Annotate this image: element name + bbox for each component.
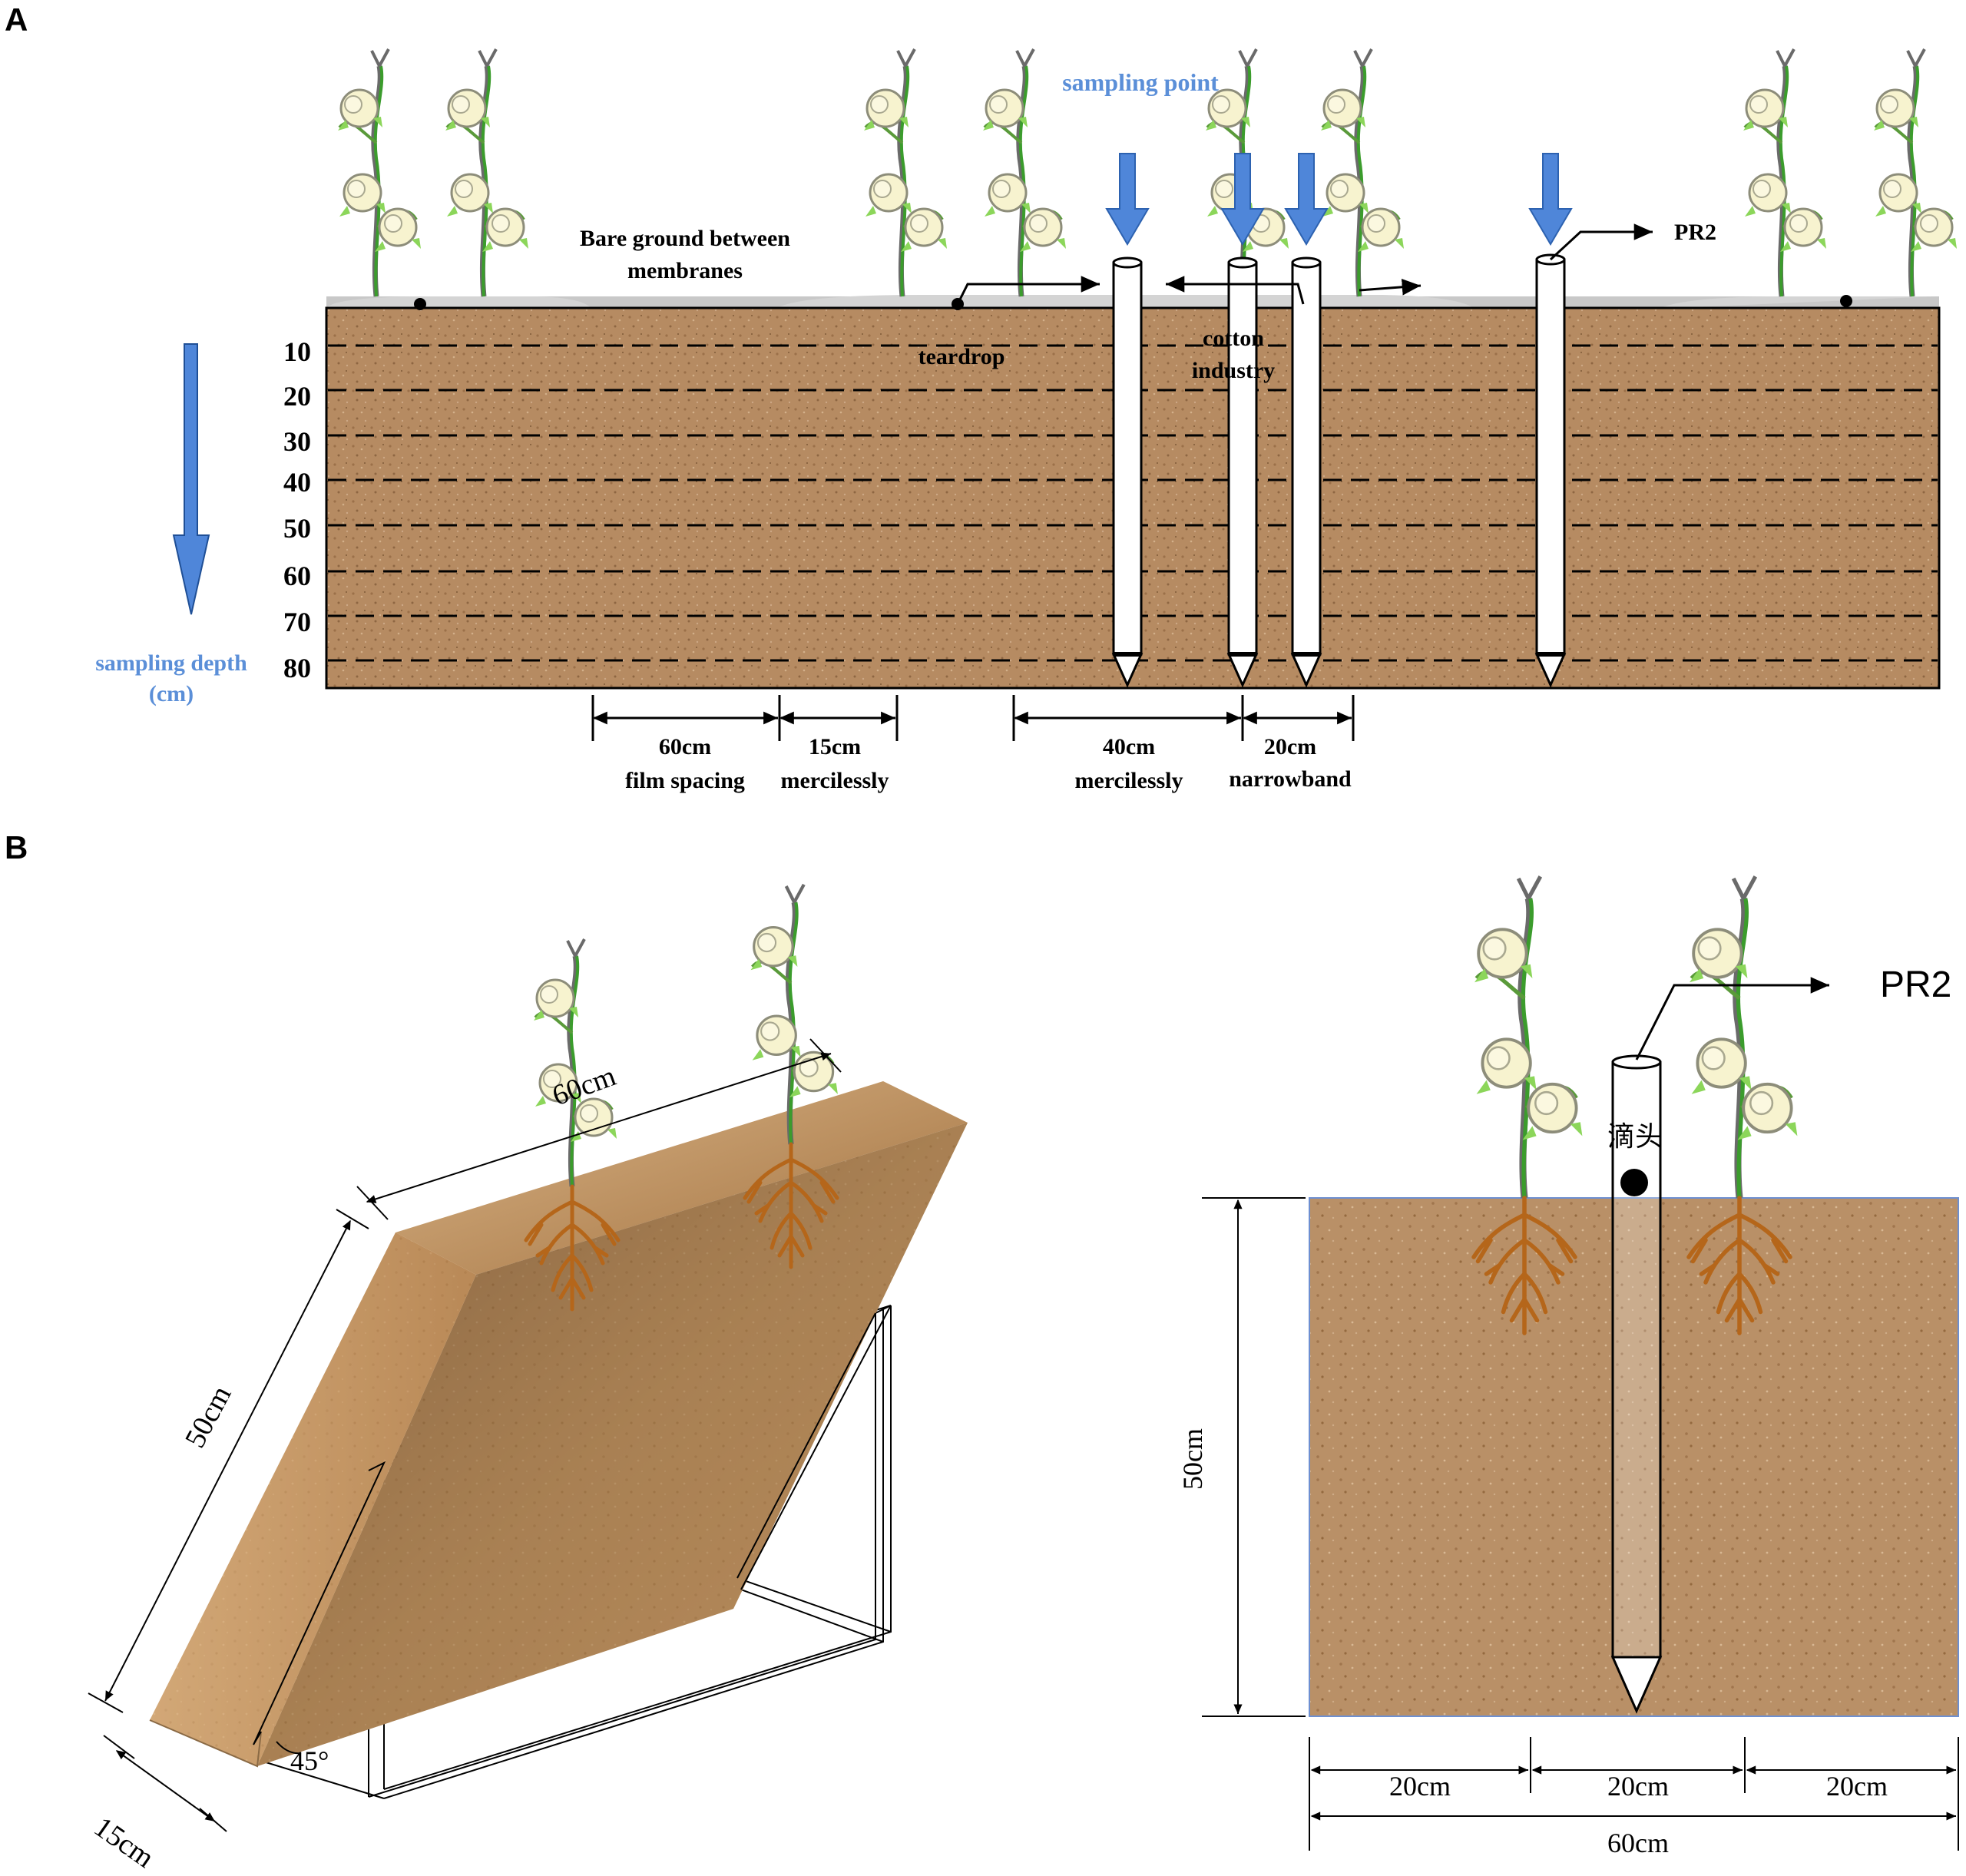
depth-label-30: 30 [283, 426, 311, 457]
depth-label-50: 50 [283, 513, 311, 544]
cotton-plant-icon [338, 49, 421, 296]
pr2-leader [1549, 223, 1653, 261]
cross-dim-total-label: 60cm [1607, 1828, 1669, 1858]
cross-dim-50cm-label: 50cm [1177, 1428, 1208, 1490]
sampling-arrow-icon [1284, 153, 1329, 246]
pr2-tube [1111, 256, 1144, 688]
panel-b: B [5, 829, 1959, 1874]
slab-dim-15cm-label: 15cm [88, 1811, 160, 1874]
dimension-lines [591, 695, 1355, 741]
bare-ground-label: Bare ground between [580, 226, 790, 251]
dim-label-value: 40cm [1103, 734, 1155, 759]
cross-dim-seg-label: 20cm [1826, 1771, 1888, 1802]
cotton-leader [1166, 276, 1305, 305]
cross-dim-seg-label: 20cm [1607, 1771, 1669, 1802]
slab-dimensions [88, 1038, 842, 1832]
depth-label-80: 80 [283, 653, 311, 683]
dripper-dot [1620, 1169, 1648, 1196]
annotation-arrows [956, 223, 1653, 305]
slab-dim-60cm [366, 1052, 832, 1203]
pr2-tube [1534, 253, 1567, 688]
pr2-label: PR2 [1674, 220, 1716, 245]
cotton-plant-icon [1874, 49, 1957, 296]
sampling-arrow-icon [1528, 153, 1573, 246]
depth-label-70: 70 [283, 607, 311, 637]
cross-dim-seg-label: 20cm [1389, 1771, 1451, 1802]
panel-b-label: B [5, 829, 28, 865]
depth-label-20: 20 [283, 381, 311, 412]
dripper-dot [1840, 295, 1852, 307]
teardrop-leader [956, 276, 1100, 305]
angle-arc [276, 1741, 302, 1755]
sampling-arrow-icon [1220, 153, 1265, 246]
sampling-arrow-icon [1105, 153, 1150, 246]
film-mound-left [326, 296, 591, 309]
cross-section-soil [1309, 1197, 1959, 1717]
slab-dim-15cm [115, 1750, 216, 1822]
soil-slab-3d: 60cm 50cm 15cm 45° [88, 885, 968, 1874]
dim-label-desc: narrowband [1229, 766, 1352, 792]
sampling-point-label: sampling point [1062, 68, 1219, 96]
cotton-plant-icon [864, 49, 947, 296]
depth-label-40: 40 [283, 467, 311, 498]
depth-labels: 10 20 30 40 50 60 70 80 [283, 336, 311, 683]
bare-ground-label-2: membranes [627, 258, 743, 283]
dripper-dot [414, 298, 426, 310]
cotton-plant-icon [983, 49, 1066, 296]
depth-label-10: 10 [283, 336, 311, 367]
pr2-tube [1290, 256, 1322, 688]
dim-label-desc: film spacing [625, 768, 745, 793]
cross-section: 滴头 PR2 50cm 20cm [1177, 876, 1959, 1858]
pr2-tubes [1111, 253, 1567, 688]
right-leader [1359, 279, 1422, 296]
dimension-labels: 60cm film spacing 15cm mercilessly 40cm … [625, 734, 1352, 793]
cotton-plant-icon [445, 49, 528, 296]
panel-a: A 10 20 30 40 50 60 [5, 2, 1957, 793]
cotton-plant-icon [1743, 49, 1826, 296]
sampling-point-arrows [1105, 153, 1573, 246]
dripper-label: 滴头 [1607, 1120, 1663, 1152]
dim-label-value: 60cm [659, 734, 711, 759]
dim-label-value: 20cm [1264, 734, 1316, 759]
pr2-leader-b [1635, 977, 1829, 1060]
teardrop-label: teardrop [918, 344, 1005, 369]
slab-plant [526, 939, 618, 1309]
slab-dim-50cm [104, 1219, 351, 1702]
angle-label: 45° [290, 1745, 329, 1776]
dim-label-desc: mercilessly [780, 768, 889, 793]
film-mound-right [1659, 296, 1935, 309]
sampling-depth-label: sampling depth [95, 650, 247, 676]
dim-label-desc: mercilessly [1074, 768, 1183, 793]
panel-a-label: A [5, 2, 28, 38]
cotton-plant-icon [1321, 49, 1404, 296]
sampling-depth-arrow-icon [172, 343, 210, 615]
cross-section-tube [1610, 1054, 1663, 1714]
dim-label-value: 15cm [809, 734, 861, 759]
pr2-tube [1226, 256, 1259, 688]
cotton-label: cotton [1203, 326, 1264, 351]
slab-bottom-edge [149, 1719, 262, 1768]
cotton-plant-icon [1474, 876, 1582, 1198]
pr2-label-b: PR2 [1880, 964, 1951, 1005]
cotton-plant-icon [1690, 876, 1797, 1198]
sampling-depth-unit: (cm) [149, 681, 194, 706]
slab-dim-50cm-label: 50cm [179, 1381, 238, 1453]
depth-label-60: 60 [283, 561, 311, 591]
cotton-label-2: industry [1192, 358, 1275, 383]
